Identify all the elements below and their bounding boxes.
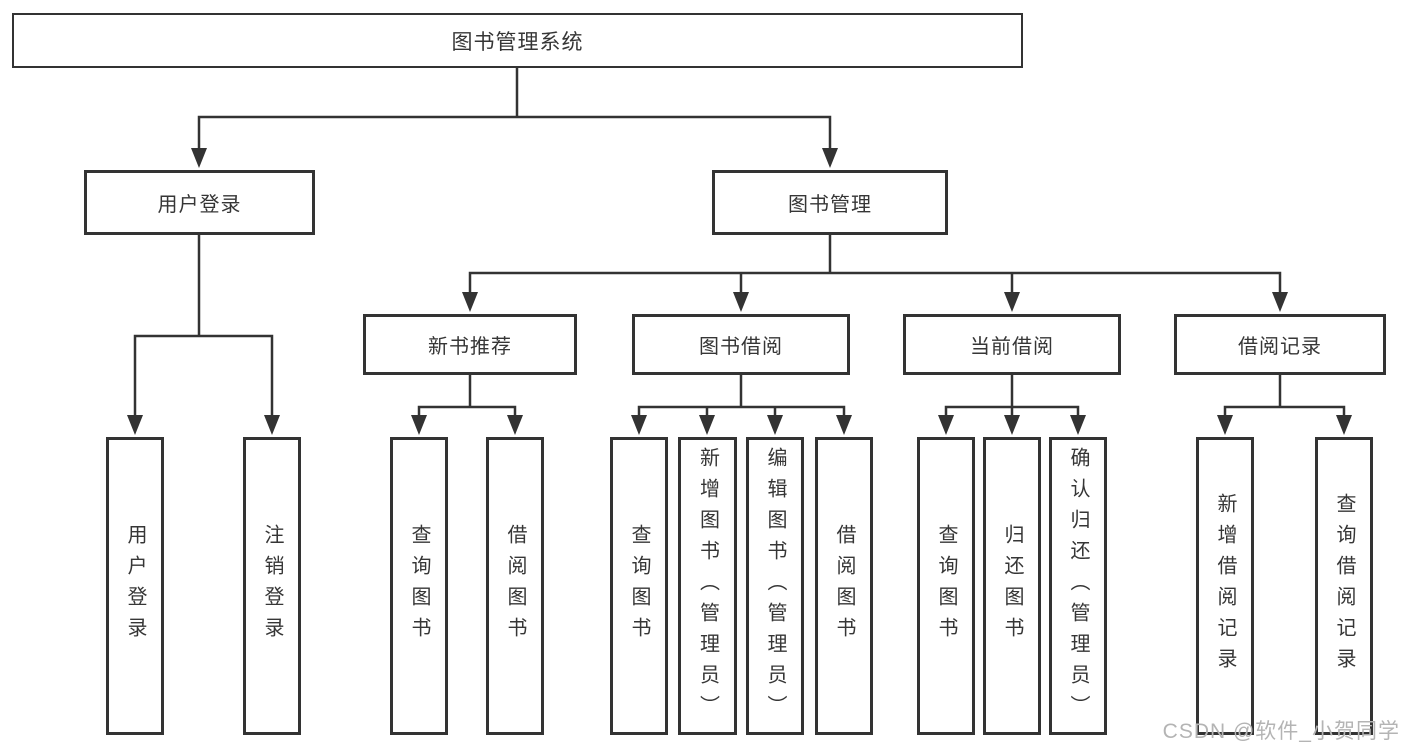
leaf-logout-login: 注销登录 (243, 437, 301, 735)
leaf-user-login: 用户登录 (106, 437, 164, 735)
arrowhead (733, 292, 749, 312)
node-label: 新增借阅记录 (1214, 493, 1236, 679)
node-label: 归还图书 (1001, 524, 1023, 648)
arrowhead (264, 415, 280, 435)
node-label: 新书推荐 (428, 336, 512, 358)
arrowhead (938, 415, 954, 435)
leaf-confirm-return-admin: 确认归还（管理员） (1049, 437, 1107, 735)
node-label: 当前借阅 (970, 336, 1054, 358)
node-new-book-recommend: 新书推荐 (363, 314, 577, 375)
node-label: 查询图书 (628, 524, 650, 648)
node-user-login: 用户登录 (84, 170, 315, 235)
node-book-management: 图书管理 (712, 170, 948, 235)
node-label: 图书借阅 (699, 336, 783, 358)
arrowhead (1070, 415, 1086, 435)
node-label: 借阅记录 (1238, 336, 1322, 358)
leaf-borrow-book-borrowing: 借阅图书 (815, 437, 873, 735)
leaf-return-book: 归还图书 (983, 437, 1041, 735)
arrowhead (1004, 415, 1020, 435)
arrowheads (127, 148, 1352, 435)
leaf-query-borrow-record: 查询借阅记录 (1315, 437, 1373, 735)
leaf-add-borrow-record: 新增借阅记录 (1196, 437, 1254, 735)
node-label: 图书管理系统 (451, 30, 584, 54)
csdn-watermark: CSDN @软件_小贺同学 (1162, 720, 1400, 743)
leaf-edit-book-admin: 编辑图书（管理员） (746, 437, 804, 735)
node-label: 查询借阅记录 (1333, 493, 1355, 679)
node-borrowing-records: 借阅记录 (1174, 314, 1386, 375)
node-book-borrowing: 图书借阅 (632, 314, 850, 375)
node-label: 借阅图书 (833, 524, 855, 648)
arrowhead (1004, 292, 1020, 312)
node-label: 查询图书 (408, 524, 430, 648)
leaf-borrow-book-recommend: 借阅图书 (486, 437, 544, 735)
arrowhead (1272, 292, 1288, 312)
arrowhead (836, 415, 852, 435)
leaf-query-book-borrowing: 查询图书 (610, 437, 668, 735)
node-label: 新增图书（管理员） (696, 446, 719, 726)
node-label: 查询图书 (935, 524, 957, 648)
node-label: 图书管理 (788, 194, 872, 216)
arrowhead (411, 415, 427, 435)
leaf-query-book-recommend: 查询图书 (390, 437, 448, 735)
node-label: 用户登录 (124, 524, 146, 648)
arrowhead (699, 415, 715, 435)
arrowhead (822, 148, 838, 168)
node-label: 编辑图书（管理员） (764, 446, 786, 726)
leaf-add-book-admin: 新增图书（管理员） (678, 437, 737, 735)
arrowhead (1217, 415, 1233, 435)
node-label: 用户登录 (157, 194, 242, 216)
arrowhead (127, 415, 143, 435)
arrowhead (1336, 415, 1352, 435)
arrowhead (507, 415, 523, 435)
arrowhead (767, 415, 783, 435)
node-label: 注销登录 (261, 524, 283, 648)
connector-lines (133, 66, 1346, 420)
arrowhead (631, 415, 647, 435)
node-label: 确认归还（管理员） (1067, 446, 1089, 726)
arrowhead (191, 148, 207, 168)
leaf-query-book-current: 查询图书 (917, 437, 975, 735)
arrowhead (462, 292, 478, 312)
node-library-management-system: 图书管理系统 (12, 13, 1023, 68)
node-label: 借阅图书 (504, 524, 526, 648)
node-current-borrowing: 当前借阅 (903, 314, 1121, 375)
